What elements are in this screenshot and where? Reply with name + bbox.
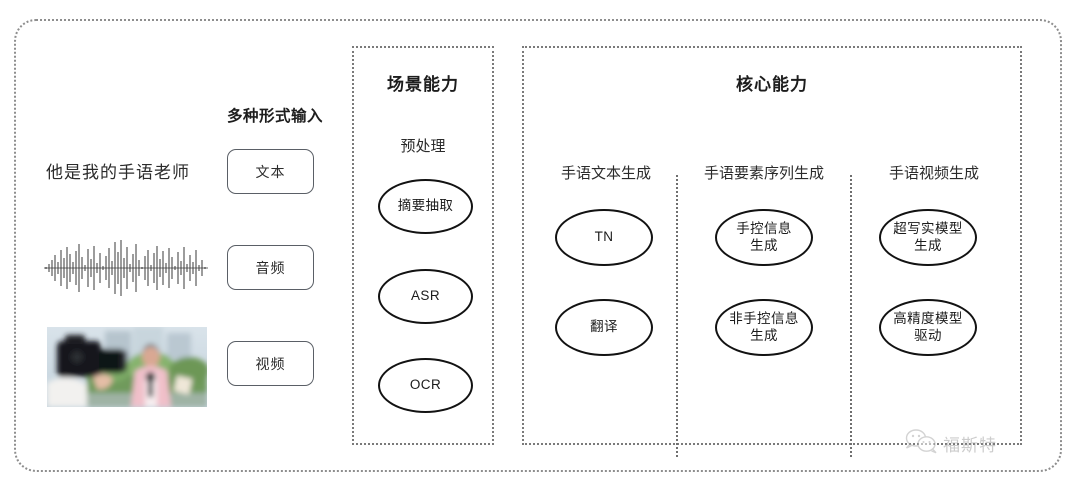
core-column-label-element-sequence-generation: 手语要素序列生成 — [703, 165, 824, 182]
node-asr[interactable]: ASR — [378, 269, 473, 324]
scene-capability-panel: 场景能力 预处理 摘要抽取 ASR OCR — [352, 46, 494, 445]
watermark-text: 福斯特 — [943, 436, 997, 455]
input-chip-text[interactable]: 文本 — [227, 149, 314, 194]
input-chip-video[interactable]: 视频 — [227, 341, 314, 386]
node-translation[interactable]: 翻译 — [555, 299, 653, 356]
watermark: 福斯特 — [905, 428, 997, 459]
core-capability-panel: 核心能力 手语文本生成 TN 翻译 手语要素序列生成 手控信息 生成 非手控信息… — [522, 46, 1022, 457]
sample-sentence-text: 他是我的手语老师 — [46, 163, 190, 182]
core-column-label-text-generation: 手语文本生成 — [560, 165, 651, 182]
scene-panel-title: 场景能力 — [387, 75, 459, 94]
outer-frame — [14, 19, 1062, 472]
node-summary-extraction[interactable]: 摘要抽取 — [378, 179, 473, 234]
core-divider-2 — [850, 175, 852, 457]
node-photorealistic-model-generation[interactable]: 超写实模型 生成 — [879, 209, 977, 266]
input-chip-audio[interactable]: 音频 — [227, 245, 314, 290]
node-high-precision-model-driving[interactable]: 高精度模型 驱动 — [879, 299, 977, 356]
video-thumbnail — [47, 327, 207, 407]
audio-waveform-icon — [44, 238, 208, 298]
core-column-label-video-generation: 手语视频生成 — [888, 165, 979, 182]
input-column-heading: 多种形式输入 — [226, 108, 323, 125]
node-manual-feature-generation[interactable]: 手控信息 生成 — [715, 209, 813, 266]
node-ocr[interactable]: OCR — [378, 358, 473, 413]
scene-section-label-preprocess: 预处理 — [400, 138, 446, 155]
wechat-icon — [905, 428, 937, 459]
node-non-manual-feature-generation[interactable]: 非手控信息 生成 — [715, 299, 813, 356]
core-divider-1 — [676, 175, 678, 457]
node-tn[interactable]: TN — [555, 209, 653, 266]
core-panel-title: 核心能力 — [736, 75, 808, 94]
